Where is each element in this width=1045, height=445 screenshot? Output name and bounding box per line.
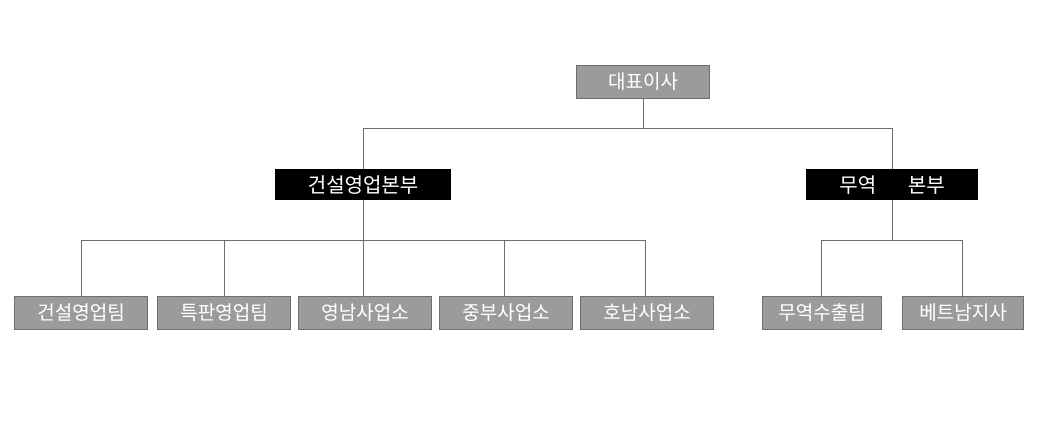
connector-to-trade-div bbox=[892, 128, 893, 169]
connector-trade-div-stem bbox=[892, 200, 893, 240]
connector-to-construction-sales-team bbox=[81, 240, 82, 296]
connector-to-construction-div bbox=[363, 128, 364, 169]
node-trade-export-team[interactable]: 무역수출팀 bbox=[762, 296, 882, 330]
connector-to-yeongnam-office bbox=[363, 240, 364, 296]
node-honam-office[interactable]: 호남사업소 bbox=[580, 296, 714, 330]
connector-level2-bus bbox=[363, 128, 893, 129]
node-special-sales-team[interactable]: 특판영업팀 bbox=[157, 296, 291, 330]
connector-to-trade-export-team bbox=[821, 240, 822, 296]
node-jungbu-office[interactable]: 중부사업소 bbox=[439, 296, 573, 330]
connector-to-honam-office bbox=[645, 240, 646, 296]
connector-to-jungbu-office bbox=[504, 240, 505, 296]
node-vietnam-branch[interactable]: 베트남지사 bbox=[902, 296, 1024, 330]
node-construction-sales-team[interactable]: 건설영업팀 bbox=[14, 296, 148, 330]
connector-to-vietnam-branch bbox=[962, 240, 963, 296]
connector-right-branch-bus bbox=[821, 240, 963, 241]
connector-to-special-sales-team bbox=[224, 240, 225, 296]
node-construction-div[interactable]: 건설영업본부 bbox=[275, 169, 451, 200]
connector-ceo-stem bbox=[643, 99, 644, 128]
node-trade-div[interactable]: 무역 본부 bbox=[806, 169, 978, 200]
node-ceo[interactable]: 대표이사 bbox=[576, 65, 710, 99]
node-yeongnam-office[interactable]: 영남사업소 bbox=[298, 296, 432, 330]
